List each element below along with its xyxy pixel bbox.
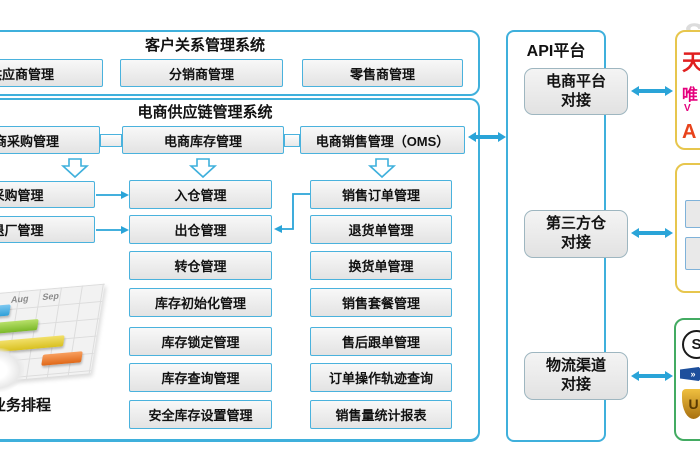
dock-label: 物流渠道对接: [545, 357, 606, 393]
node-return-order-mgmt: 退货单管理: [310, 215, 452, 244]
node-transfer-mgmt: 转仓管理: [129, 251, 272, 280]
gantt-month: Sep: [41, 290, 60, 303]
node-ec-sales-oms: 电商销售管理（OMS）: [300, 126, 465, 154]
tmall-logo: 天: [682, 50, 700, 75]
right-arrow-icon: [96, 191, 129, 199]
partner-warehouse-box: [675, 163, 700, 293]
row-connector: [284, 134, 300, 147]
node-outbound-mgmt: 出仓管理: [129, 215, 272, 244]
crm-system-title: 客户关系管理系统: [144, 37, 265, 54]
dock-label: 电商平台对接: [545, 72, 606, 109]
down-arrow-icon: [60, 158, 90, 179]
vip-logo: 唯: [682, 87, 699, 104]
node-distributor-mgmt: 分销商管理: [120, 59, 283, 87]
warehouse-item-box: [685, 200, 700, 228]
node-sales-order-mgmt: 销售订单管理: [310, 180, 452, 209]
down-arrow-icon: [188, 158, 218, 179]
node-ec-inventory-mgmt: 电商库存管理: [122, 126, 284, 154]
dock-logistics-channel: 物流渠道对接: [524, 352, 628, 400]
gantt-page-blob: [0, 348, 24, 392]
api-platform-title: API平台: [526, 43, 586, 60]
ups-logo-letter: U: [688, 396, 699, 412]
node-inbound-mgmt: 入仓管理: [129, 180, 272, 209]
carrier-arrow-logo: »: [680, 367, 700, 381]
node-safety-stock-mgmt: 安全库存设置管理: [129, 400, 272, 429]
double-arrow-icon: [468, 132, 506, 142]
vip-logo-sub: V: [684, 103, 691, 114]
node-ec-purchase-mgmt: 电商采购管理: [0, 126, 100, 154]
scm-system-title: 电商供应链管理系统: [137, 104, 273, 121]
schedule-gantt-image: Jul Aug Sep: [0, 283, 105, 392]
dock-ecommerce-platform: 电商平台对接: [524, 68, 628, 115]
node-order-track-query: 订单操作轨迹查询: [310, 363, 452, 392]
double-arrow-icon: [631, 228, 673, 238]
node-retailer-mgmt: 零售商管理: [302, 59, 463, 87]
double-arrow-icon: [631, 86, 673, 96]
double-arrow-icon: [631, 371, 673, 381]
gantt-month: Aug: [10, 293, 30, 305]
l-connector-arrow-icon: [274, 193, 310, 233]
node-sales-stats-report: 销售量统计报表: [310, 400, 452, 429]
node-exchange-order-mgmt: 换货单管理: [310, 251, 452, 280]
schedule-label: 业务排程: [0, 397, 52, 414]
sf-logo-letter: S: [691, 336, 700, 353]
dock-label: 第三方仓对接: [545, 215, 606, 251]
node-aftersales-followup-mgmt: 售后跟单管理: [310, 327, 452, 356]
node-inventory-lock-mgmt: 库存锁定管理: [129, 327, 272, 356]
node-inventory-init-mgmt: 库存初始化管理: [129, 288, 272, 317]
node-return-factory-mgmt: 退厂管理: [0, 216, 95, 243]
amazon-logo: A: [682, 121, 697, 143]
node-supplier-mgmt: 供应商管理: [0, 59, 103, 87]
down-arrow-icon: [367, 158, 397, 179]
sf-express-logo: S: [682, 330, 700, 359]
node-inventory-query-mgmt: 库存查询管理: [129, 363, 272, 392]
ups-shield-logo: U: [682, 389, 700, 419]
row-connector: [100, 134, 122, 147]
node-purchase-mgmt: 采购管理: [0, 181, 95, 208]
dock-third-party-warehouse: 第三方仓对接: [524, 210, 628, 258]
right-arrow-icon: [96, 226, 129, 234]
node-sales-bundle-mgmt: 销售套餐管理: [310, 288, 452, 317]
partner-ecommerce-platforms-box: [675, 30, 700, 150]
warehouse-item-box: [685, 237, 700, 270]
